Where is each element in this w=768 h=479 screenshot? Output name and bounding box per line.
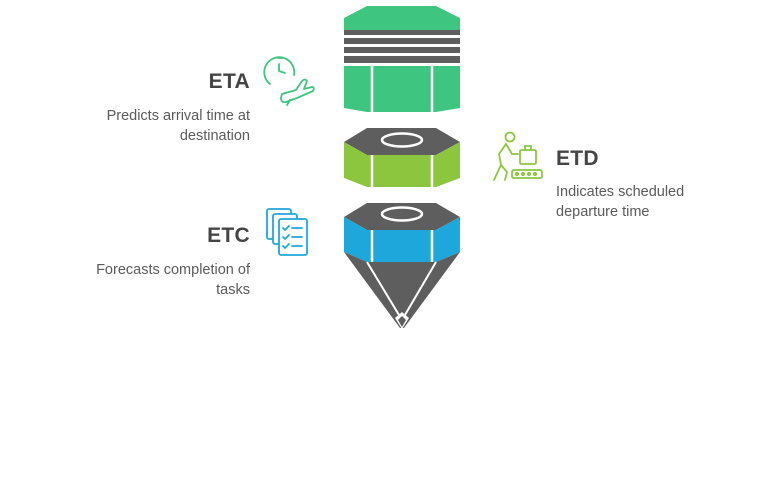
eta-description-line-2: destination xyxy=(179,128,250,144)
etd-title: ETD xyxy=(556,147,599,170)
clock-airplane-icon xyxy=(263,56,315,106)
traveler-luggage-icon xyxy=(493,131,543,181)
eta-description: Predicts arrival time at destination xyxy=(40,106,250,146)
checklist-documents-icon xyxy=(266,208,308,256)
etd-description-line-1: Indicates scheduled xyxy=(556,184,685,200)
eta-title: ETA xyxy=(208,70,250,93)
etd-description-line-2: departure time xyxy=(556,204,650,220)
green-segment xyxy=(344,6,460,112)
etc-description-line-2: tasks xyxy=(216,282,250,298)
etc-description: Forecasts completion of tasks xyxy=(40,260,250,300)
etc-description-line-1: Forecasts completion of xyxy=(96,262,250,278)
etc-title: ETC xyxy=(207,224,250,247)
etd-description: Indicates scheduled departure time xyxy=(556,182,756,222)
lime-segment xyxy=(344,128,460,187)
pencil-tip xyxy=(344,252,460,329)
eta-description-line-1: Predicts arrival time at xyxy=(106,108,250,124)
blue-segment xyxy=(344,203,460,262)
